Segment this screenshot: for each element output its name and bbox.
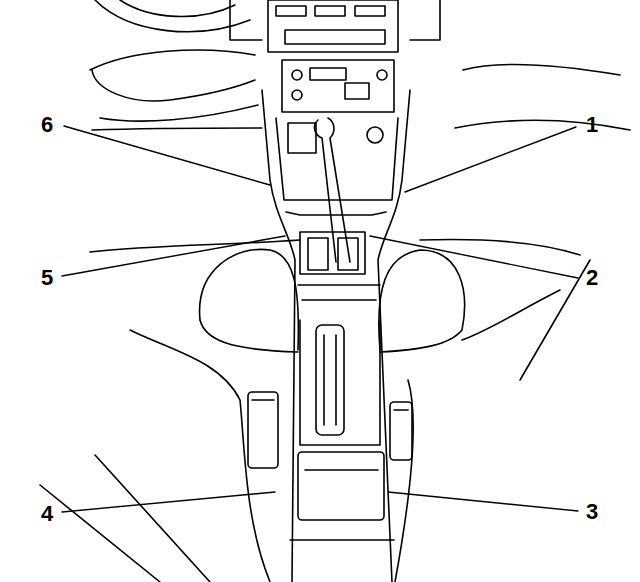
callout-number: 2: [586, 267, 598, 289]
callout-number: 1: [586, 114, 598, 136]
callout-number: 3: [586, 501, 598, 523]
callout-number: 4: [41, 503, 53, 525]
callout-number: 5: [41, 267, 53, 289]
callout-number: 6: [41, 114, 53, 136]
